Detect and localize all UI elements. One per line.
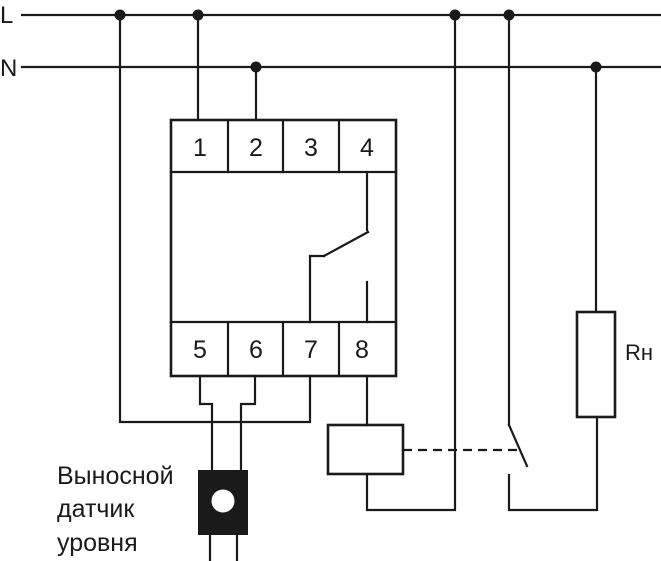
sensor-caption-line-2: датчик (57, 495, 135, 523)
n-line-label: N (0, 55, 17, 82)
sensor-indicator (211, 489, 235, 513)
contactor-coil (326, 423, 405, 476)
terminal-8-label: 8 (355, 336, 369, 364)
terminal-7-label: 7 (304, 336, 318, 364)
terminal-6-label: 6 (249, 336, 263, 364)
sensor-caption-line-3: уровня (57, 529, 138, 557)
wire-coil-to-l (365, 13, 457, 512)
wire-terminal-7-loop (118, 13, 312, 424)
terminal-5-label: 5 (193, 336, 207, 364)
l-line-label: L (0, 2, 13, 29)
terminal-1-label: 1 (193, 134, 207, 162)
load-label: Rн (625, 340, 653, 365)
terminal-2-label: 2 (249, 134, 263, 162)
contactor-switch-lower (507, 415, 599, 512)
terminal-4-label: 4 (360, 134, 374, 162)
contactor-switch-blade (507, 423, 529, 468)
wire-terminal-5-to-sensor (198, 374, 214, 472)
terminal-3-label: 3 (304, 134, 318, 162)
wire-terminal-6-to-sensor (239, 374, 257, 472)
contact-blade (322, 230, 370, 258)
sensor-caption-line-1: Выносной (57, 462, 174, 490)
load-resistor (575, 310, 617, 419)
